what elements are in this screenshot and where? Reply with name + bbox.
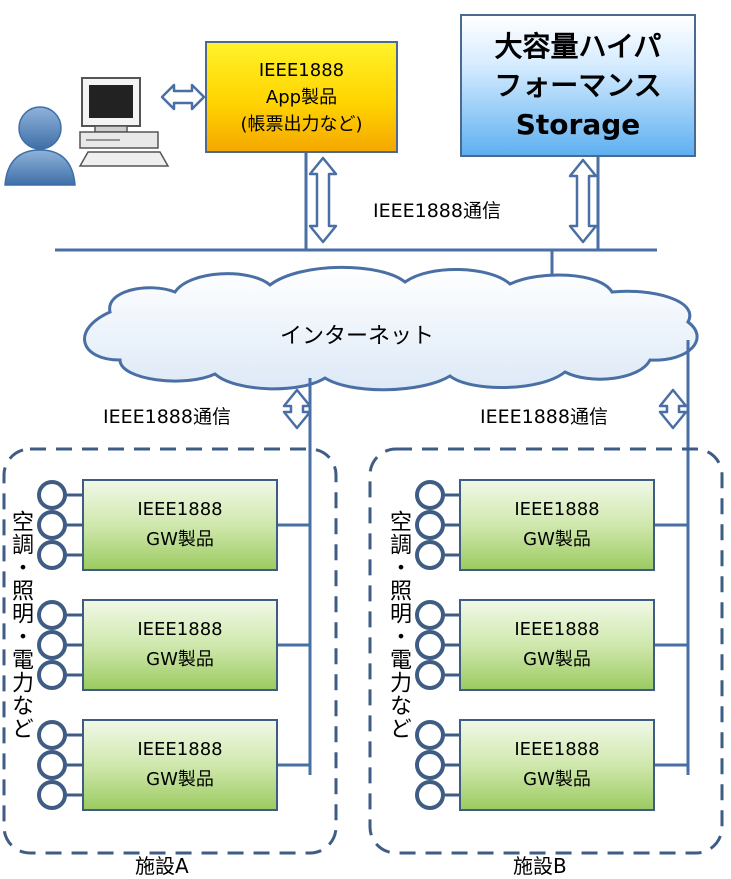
facility-b-gateway-1: IEEE1888 GW製品 [459, 479, 655, 571]
gateway-line2: GW製品 [146, 529, 214, 550]
facility-a-label: 施設A [135, 854, 189, 878]
app-box-line1: IEEE1888 [258, 59, 345, 81]
facility-a-comm-arrow [282, 388, 312, 430]
facility-b-comm-arrow [658, 388, 688, 430]
gateway-line2: GW製品 [523, 529, 591, 550]
facility-a-devices-label: 空調・照明・電力など [8, 510, 33, 740]
facility-a-gateway-2: IEEE1888 GW製品 [82, 599, 278, 691]
storage-box-line2: フォーマンス [494, 69, 662, 102]
gateway-line1: IEEE1888 [514, 739, 600, 760]
gateway-line1: IEEE1888 [514, 619, 600, 640]
storage-box-line3: Storage [515, 108, 641, 141]
storage-box: 大容量ハイパ フォーマンス Storage [460, 14, 696, 157]
gateway-line2: GW製品 [146, 649, 214, 670]
user-icon [4, 106, 76, 186]
gateway-line1: IEEE1888 [137, 739, 223, 760]
top-comm-label: IEEE1888通信 [373, 200, 501, 222]
app-comm-arrow [308, 156, 338, 244]
facility-a-gateway-1: IEEE1888 GW製品 [82, 479, 278, 571]
storage-comm-arrow [568, 158, 598, 244]
facility-b-gateway-3: IEEE1888 GW製品 [459, 719, 655, 811]
facility-b-label: 施設B [513, 854, 567, 878]
computer-icon [78, 77, 170, 167]
storage-box-line1: 大容量ハイパ [494, 30, 662, 63]
gateway-line2: GW製品 [523, 769, 591, 790]
internet-label: インターネット [280, 324, 435, 349]
facility-a-gateway-3: IEEE1888 GW製品 [82, 719, 278, 811]
facility-b-gateway-2: IEEE1888 GW製品 [459, 599, 655, 691]
gateway-line2: GW製品 [523, 649, 591, 670]
pc-app-arrow [160, 83, 206, 111]
facility-b-border [368, 447, 724, 855]
gateway-line1: IEEE1888 [514, 499, 600, 520]
app-box-line2: App製品 [265, 86, 338, 108]
gateway-line1: IEEE1888 [137, 499, 223, 520]
device-ports-a [37, 480, 67, 810]
app-product-box: IEEE1888 App製品 (帳票出力など) [205, 41, 398, 153]
facility-a-border [2, 447, 338, 855]
facility-a-comm-label: IEEE1888通信 [103, 406, 231, 428]
device-ports-b [415, 480, 445, 810]
facility-b-comm-label: IEEE1888通信 [480, 406, 608, 428]
app-box-line3: (帳票出力など) [240, 113, 363, 135]
facility-b-devices-label: 空調・照明・電力など [386, 510, 411, 740]
gateway-line2: GW製品 [146, 769, 214, 790]
gateway-line1: IEEE1888 [137, 619, 223, 640]
